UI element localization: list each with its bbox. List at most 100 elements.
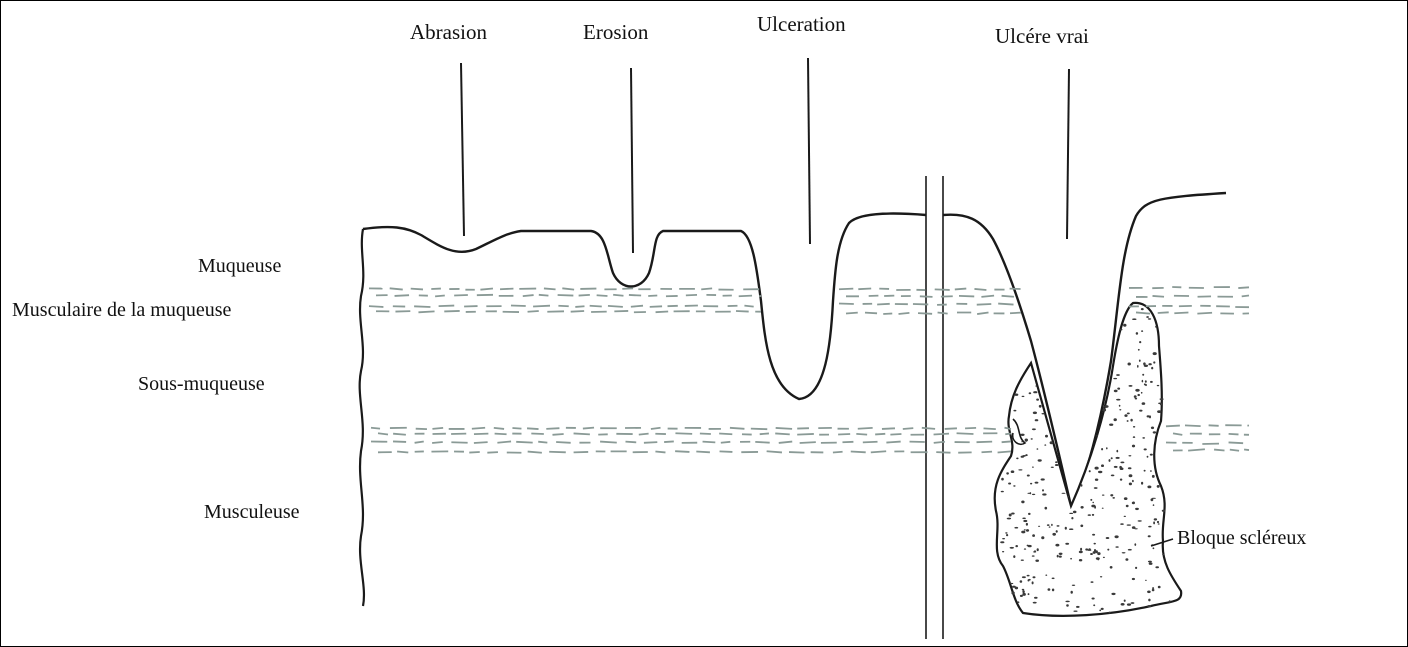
texture-dot [1010,547,1014,549]
layer-dash [625,442,636,443]
texture-dot [1132,318,1136,320]
texture-dot [1050,441,1053,444]
sclerous-block-outline [995,303,1182,616]
texture-dot [1052,589,1054,592]
texture-dot [1132,445,1135,448]
layer-dash [512,428,521,429]
texture-dot [1107,549,1109,551]
texture-dot [1127,603,1131,605]
texture-dot [1148,318,1151,319]
texture-dot [1055,464,1059,466]
texture-dot [1145,580,1147,581]
texture-dot [1039,405,1042,408]
layer-dash [977,442,993,443]
texture-dot [1011,470,1015,473]
texture-dot [1122,552,1126,553]
layer-dash [369,306,383,307]
layer-dash [700,433,711,434]
texture-dot [1025,454,1027,456]
layer-dash [631,306,643,307]
texture-dot [1131,602,1135,604]
texture-dot [1018,469,1022,470]
texture-dot [1032,581,1034,584]
texture-dot [1124,516,1126,517]
texture-dot [1021,441,1023,442]
texture-dot [1015,545,1018,547]
texture-dot [1119,405,1121,407]
texture-dot [1127,413,1130,415]
texture-dot [1130,419,1132,422]
texture-dot [1133,426,1135,428]
texture-dot [1104,405,1108,408]
texture-dot [1125,558,1128,561]
texture-dot [1030,492,1032,494]
texture-dot [1096,550,1098,553]
layer-dash [998,451,1011,452]
layer-dash [516,442,532,443]
layer-dash [974,289,986,290]
texture-dot [1047,524,1050,526]
layer-dash [934,434,949,435]
texture-dot [1160,398,1164,400]
layer-dash [920,296,933,297]
layer-dash [597,295,608,296]
texture-dot [1124,497,1128,500]
texture-dot [1016,458,1018,460]
texture-dot [1150,454,1153,456]
texture-dot [1132,480,1134,483]
true-ulcer-profile [943,193,1226,506]
layer-dash [600,442,617,443]
layer-dash [998,304,1013,305]
pointer-ulceration [808,58,810,244]
texture-dot [1057,525,1060,527]
layer-dash [538,442,547,443]
layer-dash [415,441,424,442]
layer-dash [1173,433,1182,435]
layer-dash [575,306,584,307]
texture-dot [1132,578,1135,580]
texture-dot [1048,588,1051,591]
texture-dot [1094,487,1098,489]
texture-dot [1144,448,1147,450]
pointer-ulcere-vrai [1067,69,1069,239]
layer-dash [981,296,994,297]
layer-dash [472,428,485,429]
texture-dot [1132,526,1136,529]
texture-dot [1034,597,1038,599]
texture-dot [1015,394,1019,396]
texture-dot [1169,600,1171,603]
texture-dot [1124,600,1126,602]
layer-dash [397,451,408,452]
layer-dash [839,303,854,304]
layer-dash [797,434,814,435]
layer-dash [755,442,769,443]
texture-dot [1103,409,1107,412]
layer-dash [527,428,538,429]
texture-dot [1153,361,1155,363]
layer-dash [414,306,430,307]
layer-dash [886,442,900,443]
texture-dot [1110,494,1113,496]
texture-dot [1141,308,1144,310]
layer-dash [558,306,568,307]
texture-dot [1106,447,1108,449]
texture-dot [1055,544,1059,547]
label-bloque-scleroux: Bloque scléreux [1177,527,1306,549]
label-musculaire-muqueuse: Musculaire de la muqueuse [12,299,231,321]
layer-dash [418,311,434,312]
texture-dot [1024,548,1026,549]
texture-dot [1129,385,1133,387]
texture-dot [1135,389,1139,392]
texture-dot [1138,349,1140,351]
texture-dot [1108,612,1110,614]
texture-dot [1153,352,1157,355]
texture-dot [1151,367,1153,370]
texture-dot [1022,518,1026,520]
layer-dash [1158,312,1169,313]
texture-dot [1035,560,1039,562]
texture-dot [1042,489,1044,491]
texture-dot [1001,491,1004,493]
layer-dash [552,434,563,435]
layer-dash [390,288,403,289]
layer-dash [539,295,549,296]
